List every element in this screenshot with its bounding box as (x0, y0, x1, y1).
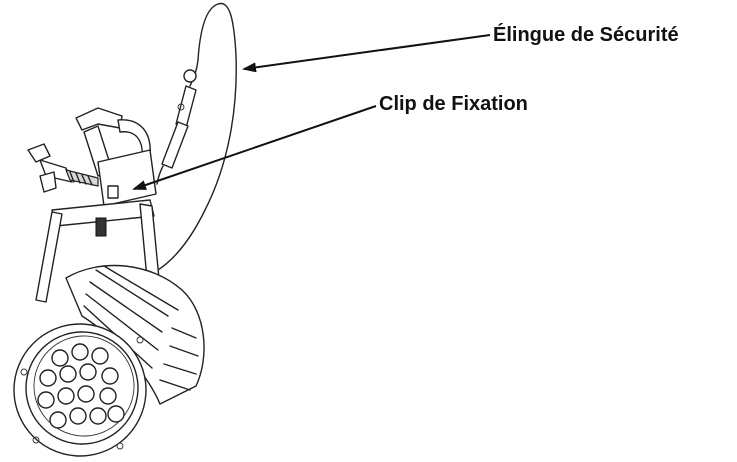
led-array (37, 343, 125, 429)
mounting-clip (27, 107, 157, 207)
safety-cable (156, 2, 237, 271)
mounting-clip-label: Clip de Fixation (379, 93, 528, 115)
par-fixture-body (13, 264, 205, 457)
safety-cable-arrow (242, 34, 491, 73)
safety-cable-label: Élingue de Sécurité (493, 24, 679, 46)
mounting-clip-arrow (132, 105, 377, 190)
